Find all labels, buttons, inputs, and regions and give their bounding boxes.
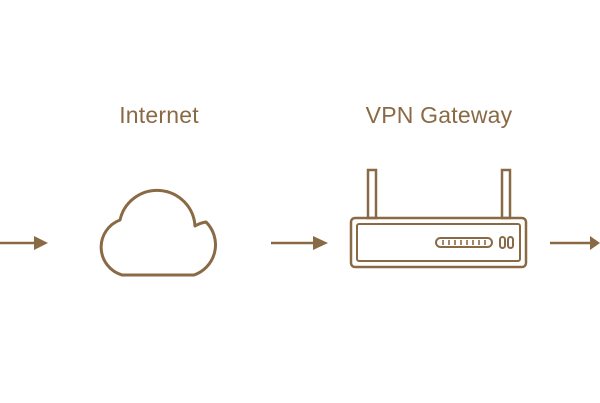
arrow-internet-to-gateway bbox=[271, 236, 328, 250]
internet-label: Internet bbox=[119, 102, 199, 128]
arrow-into-internet bbox=[0, 236, 48, 250]
arrow-out-of-gateway bbox=[550, 236, 600, 250]
cloud-icon bbox=[99, 188, 217, 277]
vpn-gateway-label: VPN Gateway bbox=[365, 102, 513, 128]
router-icon bbox=[349, 168, 528, 269]
